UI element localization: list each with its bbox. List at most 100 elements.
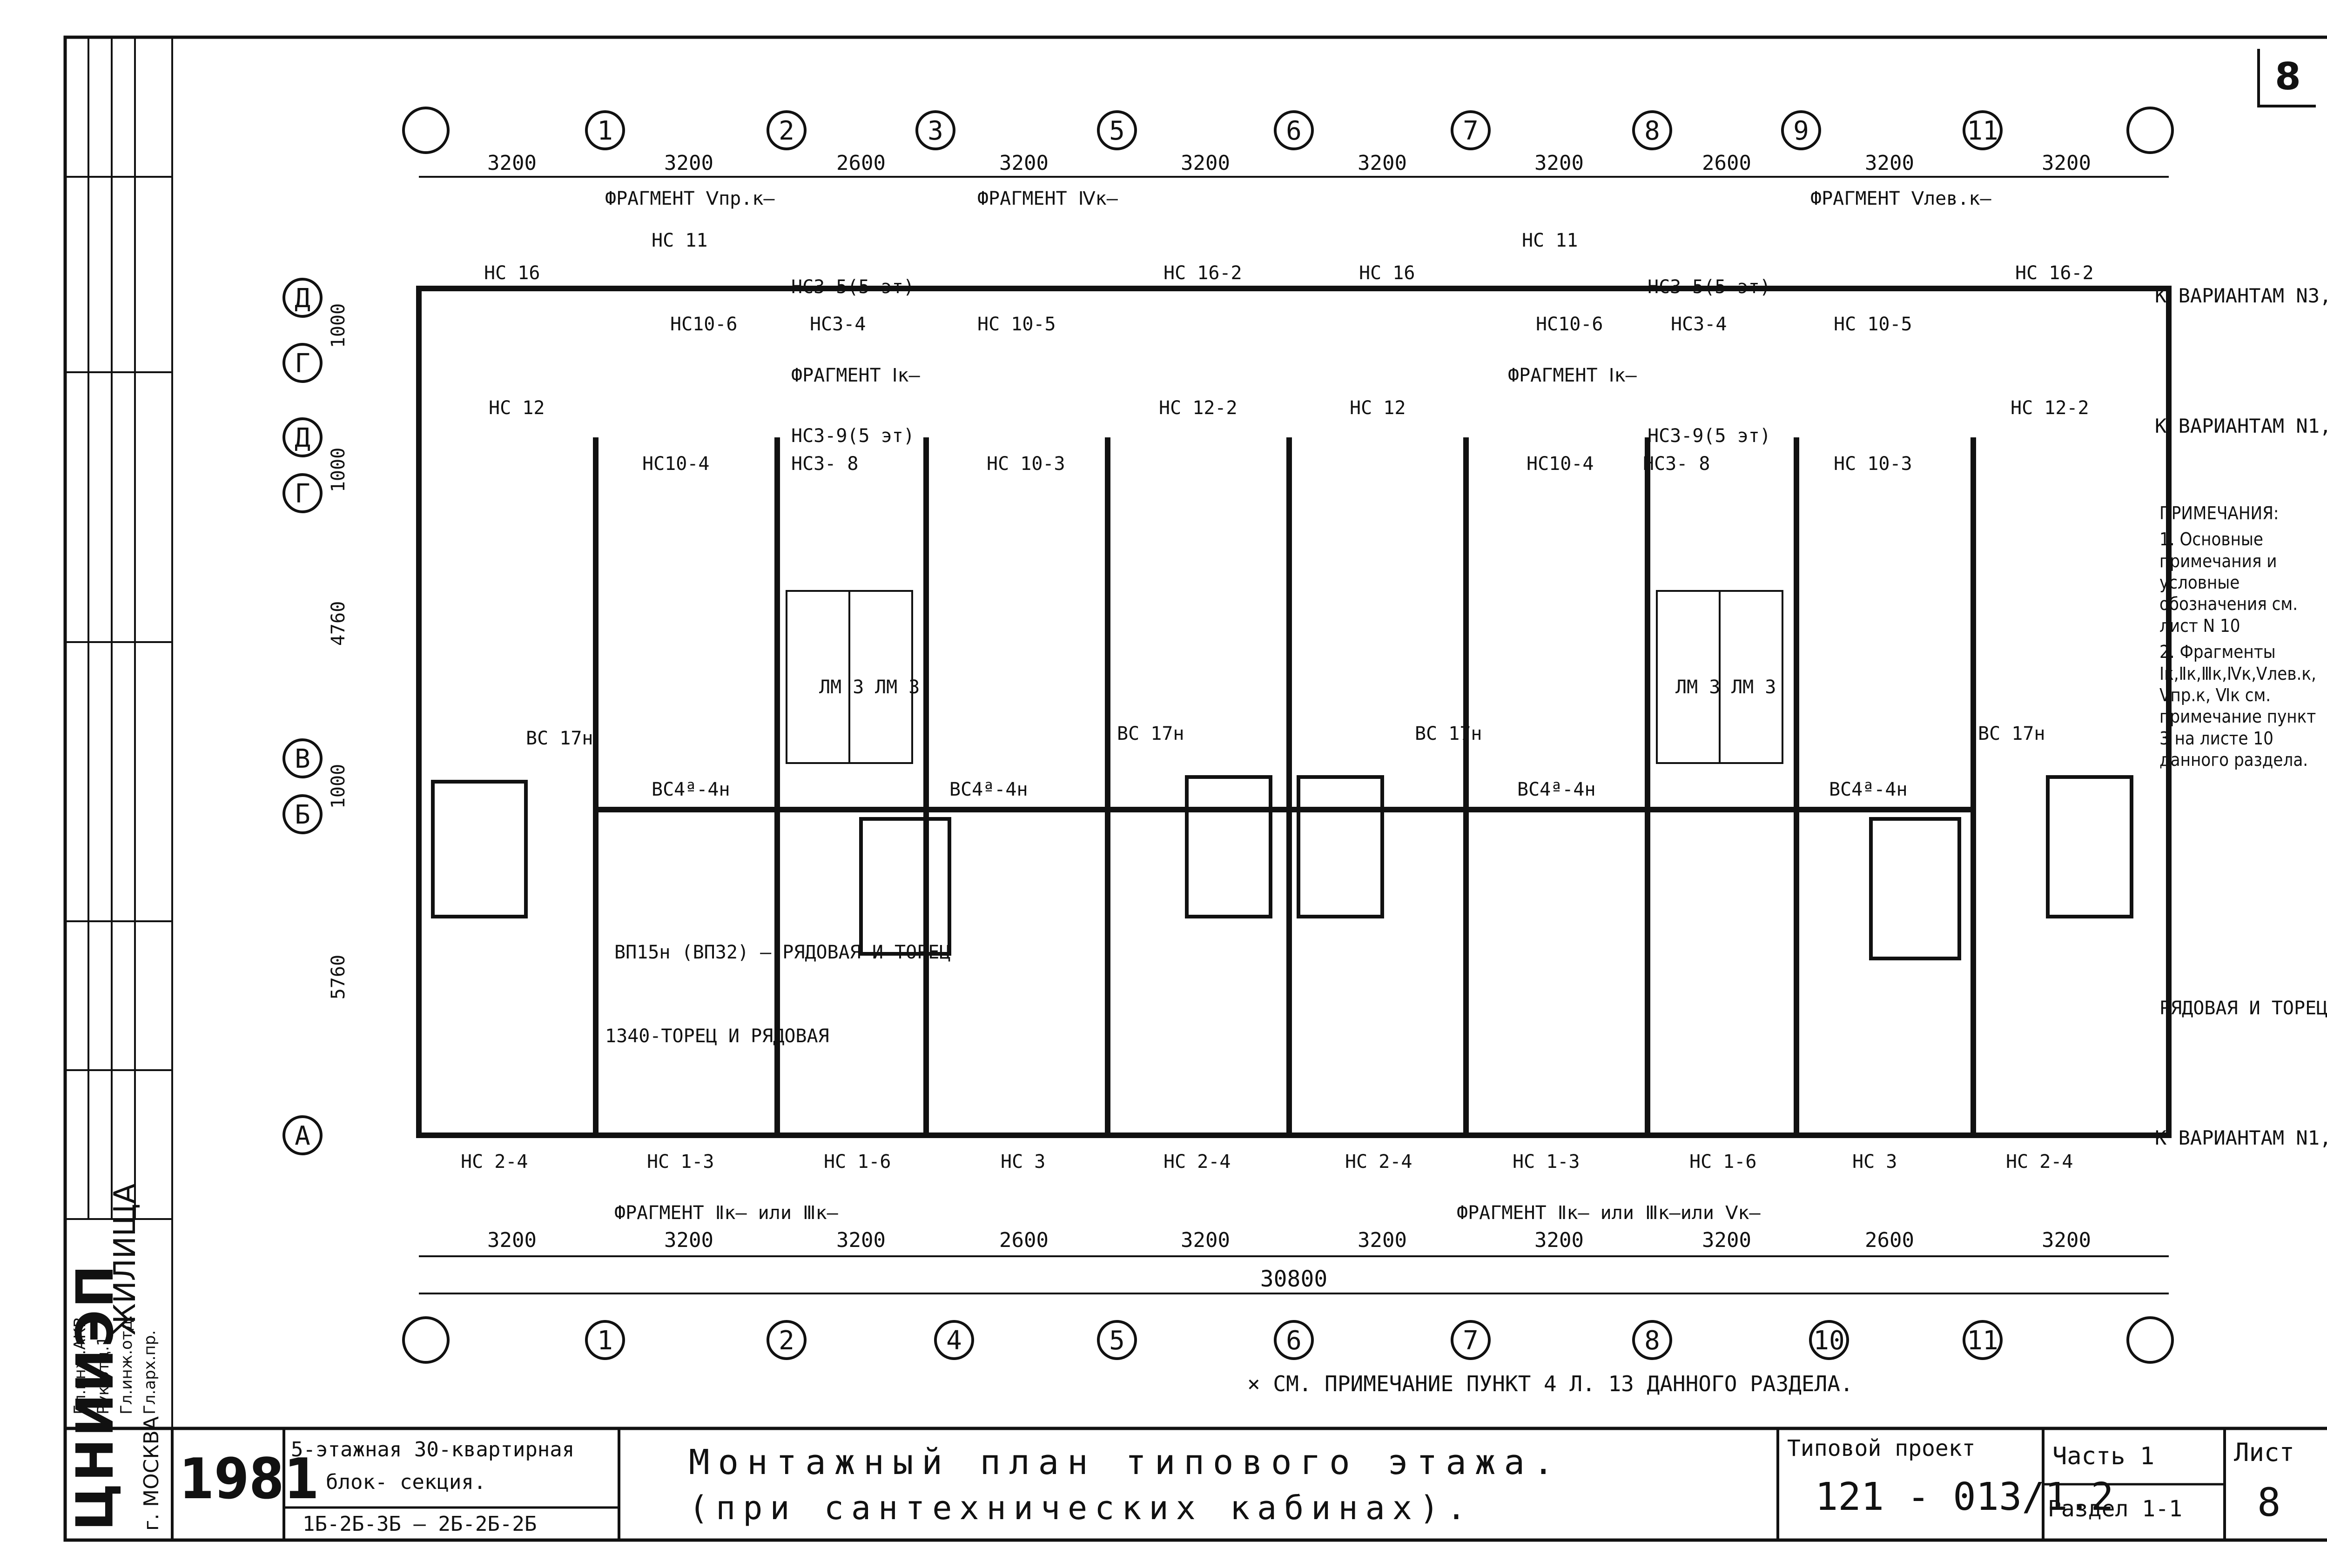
svg-text:НС 1-6: НС 1-6 (824, 1151, 891, 1173)
svg-text:НС3- 8: НС3- 8 (1643, 453, 1710, 475)
svg-text:3200: 3200 (1865, 151, 1914, 175)
svg-text:2600: 2600 (1865, 1228, 1914, 1252)
block-name-line3: 1Б-2Б-3Б – 2Б-2Б-2Б (303, 1512, 537, 1536)
svg-text:ВС4ª-4н: ВС4ª-4н (1517, 779, 1596, 800)
svg-text:К ВАРИАНТАМ N1,N3,N2,N4: К ВАРИАНТАМ N1,N3,N2,N4 (2155, 1126, 2327, 1149)
svg-text:3200: 3200 (1534, 1228, 1584, 1252)
svg-text:3200: 3200 (487, 151, 537, 175)
svg-text:3200: 3200 (2042, 151, 2091, 175)
axis-top-3: 3 (928, 116, 943, 146)
axis-bottom-1: 1 (597, 1326, 613, 1356)
top-axis-markers (402, 107, 2174, 154)
svg-text:НС3-5(5 эт): НС3-5(5 эт) (1648, 276, 1771, 298)
svg-text:3200: 3200 (664, 151, 713, 175)
total-dimension: 30800 (1260, 1266, 1328, 1292)
axis-bottom-4: 4 (946, 1326, 962, 1356)
axis-bottom-10: 10 (1813, 1326, 1844, 1356)
building-walls (416, 286, 2172, 1138)
svg-text:ВС 17н: ВС 17н (1415, 723, 1482, 744)
svg-text:НС 10-3: НС 10-3 (987, 453, 1065, 475)
axis-left-a: А (295, 1121, 310, 1151)
svg-text:ВС4ª-4н: ВС4ª-4н (949, 779, 1028, 800)
svg-text:5760: 5760 (328, 955, 349, 999)
sheet-number: 8 (2257, 1480, 2281, 1525)
svg-text:НС 11: НС 11 (1522, 230, 1578, 251)
axis-left-v: В (295, 744, 310, 774)
svg-text:3200: 3200 (999, 151, 1049, 175)
svg-text:НС 3: НС 3 (1852, 1151, 1897, 1173)
svg-text:НС 2-4: НС 2-4 (1345, 1151, 1412, 1173)
left-dimension-labels: 1000 1000 4760 1000 5760 (328, 303, 349, 999)
svg-text:ЛМ 3: ЛМ 3 (1675, 677, 1720, 698)
svg-text:НС3-5(5 эт): НС3-5(5 эт) (791, 276, 915, 298)
axis-left-g1: Г (295, 348, 310, 379)
drawing-title-line1: Монтажный план типового этажа. (689, 1442, 1562, 1482)
svg-text:3200: 3200 (836, 1228, 886, 1252)
stamp-table (64, 36, 173, 1429)
axis-top-8: 8 (1644, 116, 1660, 146)
note-1: 1. Основные примечания и условные обозна… (2159, 529, 2298, 636)
axis-top-5: 5 (1109, 116, 1125, 146)
stamp-role-4: Гл.арх.пр. (141, 1330, 159, 1414)
svg-text:ФРАГМЕНТ Ⅳк–: ФРАГМЕНТ Ⅳк– (977, 188, 1118, 209)
svg-text:НС 10-3: НС 10-3 (1834, 453, 1912, 475)
svg-text:2600: 2600 (1702, 151, 1751, 175)
axis-top-9: 9 (1793, 116, 1809, 146)
block-name-line1: 5-этажная 30-квартирная (291, 1438, 575, 1461)
svg-text:НС3- 8: НС3- 8 (791, 453, 859, 475)
bottom-dimension-chain (419, 1255, 2169, 1294)
svg-text:3200: 3200 (1358, 151, 1407, 175)
axis-top-2: 2 (779, 116, 794, 146)
svg-text:НС 16-2: НС 16-2 (1164, 262, 1242, 284)
left-axis-markers (282, 278, 323, 1155)
svg-text:НС10-6: НС10-6 (1536, 314, 1603, 335)
svg-text:НС 3: НС 3 (1001, 1151, 1045, 1173)
bottom-dimension-labels: 3200 3200 3200 2600 3200 3200 3200 3200 … (487, 1228, 2091, 1292)
axis-bottom-6: 6 (1286, 1326, 1302, 1356)
stair-right (1656, 590, 1783, 764)
svg-text:НС 10-5: НС 10-5 (977, 314, 1056, 335)
svg-text:НС3-4: НС3-4 (1671, 314, 1727, 335)
axis-bottom-2: 2 (779, 1326, 794, 1356)
svg-text:К ВАРИАНТАМ N1, N2: К ВАРИАНТАМ N1, N2 (2155, 415, 2327, 437)
svg-text:НС10-4: НС10-4 (1527, 453, 1594, 475)
svg-text:4760: 4760 (328, 601, 349, 646)
svg-text:НС 12-2: НС 12-2 (1159, 397, 1237, 419)
notes-heading: ПРИМЕЧАНИЯ: (2159, 503, 2279, 523)
variant-labels: К ВАРИАНТАМ N3, N4 К ВАРИАНТАМ N1, N2 К … (2155, 284, 2327, 1149)
svg-text:ВС 17н: ВС 17н (1117, 723, 1184, 744)
svg-text:НС 12: НС 12 (1350, 397, 1406, 419)
corner-sheet-number: 8 (2257, 49, 2316, 107)
svg-text:ЛМ 3: ЛМ 3 (1731, 677, 1776, 698)
svg-text:ФРАГМЕНТ Ⅰк–: ФРАГМЕНТ Ⅰк– (791, 365, 921, 386)
block-name-line2: блок- секция. (326, 1470, 486, 1494)
side-note: РЯДОВАЯ И ТОРЕЦ (2159, 998, 2327, 1019)
svg-text:К ВАРИАНТАМ N3, N4: К ВАРИАНТАМ N3, N4 (2155, 284, 2327, 307)
svg-text:НС 1-6: НС 1-6 (1689, 1151, 1757, 1173)
svg-text:НС3-4: НС3-4 (810, 314, 866, 335)
svg-text:3200: 3200 (1181, 1228, 1230, 1252)
notes-block: ПРИМЕЧАНИЯ: 1. Основные примечания и усл… (2159, 503, 2327, 775)
fragment-labels: ФРАГМЕНТ Ⅴпр.к– ФРАГМЕНТ Ⅳк– ФРАГМЕНТ Ⅴл… (605, 188, 1992, 1224)
axis-labels: 1 2 3 5 6 7 8 9 11 1 2 4 5 6 7 8 10 11 Д… (295, 116, 1998, 1356)
svg-text:НС10-6: НС10-6 (670, 314, 738, 335)
year: 1981 (179, 1447, 319, 1512)
axis-bottom-7: 7 (1463, 1326, 1479, 1356)
bottom-axis-markers (402, 1316, 2174, 1364)
axis-left-g2: Г (295, 479, 310, 509)
svg-text:ВП15н (ВП32) – РЯДОВАЯ И ТОРЕЦ: ВП15н (ВП32) – РЯДОВАЯ И ТОРЕЦ (614, 942, 950, 963)
axis-left-d2: Д (295, 423, 310, 453)
sheet-label: Лист (2234, 1438, 2295, 1467)
svg-text:3200: 3200 (2042, 1228, 2091, 1252)
svg-text:НС 16: НС 16 (484, 262, 540, 284)
svg-text:НС 16-2: НС 16-2 (2015, 262, 2094, 284)
svg-text:1000: 1000 (328, 303, 349, 348)
sanitary-cabins (431, 775, 2133, 960)
project-label: Типовой проект (1787, 1435, 1976, 1461)
org-name-rest: ЖИЛИЩА (108, 1183, 142, 1335)
svg-text:ФРАГМЕНТ Ⅱк– или Ⅲк–: ФРАГМЕНТ Ⅱк– или Ⅲк– (614, 1202, 839, 1224)
svg-text:НС 2-4: НС 2-4 (1164, 1151, 1231, 1173)
svg-text:ЛМ 3: ЛМ 3 (819, 677, 864, 698)
svg-text:НС 1-3: НС 1-3 (1513, 1151, 1580, 1173)
